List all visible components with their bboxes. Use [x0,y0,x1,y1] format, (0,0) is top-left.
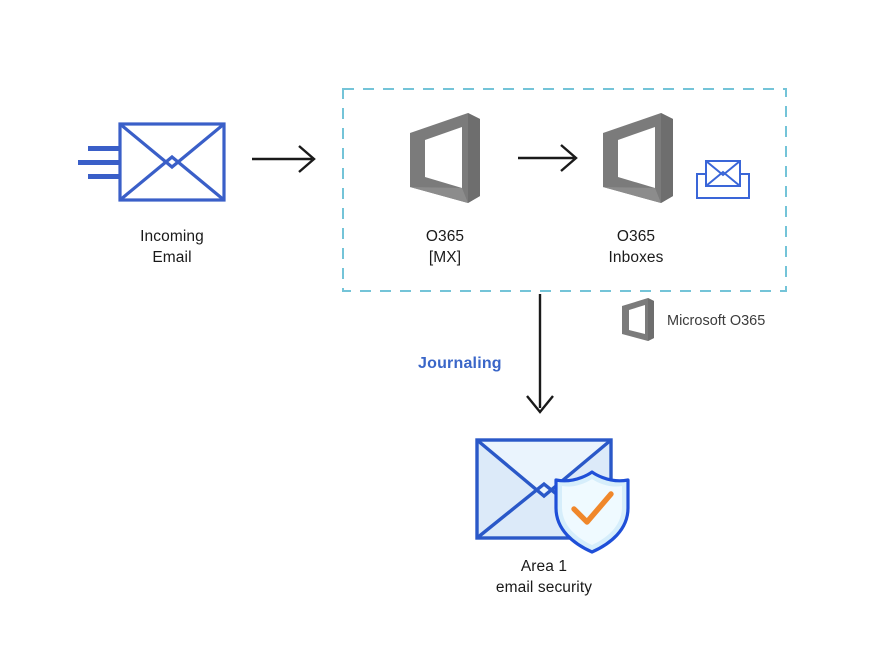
label-incoming-email-line2: Email [152,249,192,266]
node-inbox-tray[interactable] [695,159,751,200]
label-incoming-email-line1: Incoming [140,228,204,245]
label-o365-mx-line2: [MX] [428,249,462,266]
node-area1-email-security[interactable] [474,437,632,557]
label-o365-inboxes-line1: O365 [616,228,656,245]
label-area1-line2: email security [495,579,593,596]
label-o365-mx-line1: O365 [425,228,465,245]
legend-item-microsoft-o365: Microsoft O365 [667,313,766,329]
arrow-incoming-to-mx [252,145,316,173]
arrow-journaling-down [526,294,554,414]
o365-boundary-box [342,88,787,292]
secure-email-shield-icon [475,438,630,554]
label-o365-mx: O365 [MX] [365,226,525,268]
legend-office365-icon [622,298,654,341]
node-incoming-email[interactable] [76,120,230,204]
envelope-icon [118,122,226,202]
speed-lines-icon [78,146,120,179]
office365-icon-mx [410,113,480,203]
arrow-mx-to-inboxes [518,144,578,172]
legend-office365[interactable] [618,296,774,342]
node-o365-mx[interactable] [406,110,484,206]
inbox-tray-icon [696,160,750,199]
label-area1: Area 1 email security [464,556,624,598]
label-area1-line1: Area 1 [520,558,568,575]
office365-icon-inboxes [603,113,673,203]
label-o365-inboxes-line2: Inboxes [608,249,664,266]
label-journaling: Journaling [418,355,502,372]
node-o365-inboxes[interactable] [599,110,677,206]
